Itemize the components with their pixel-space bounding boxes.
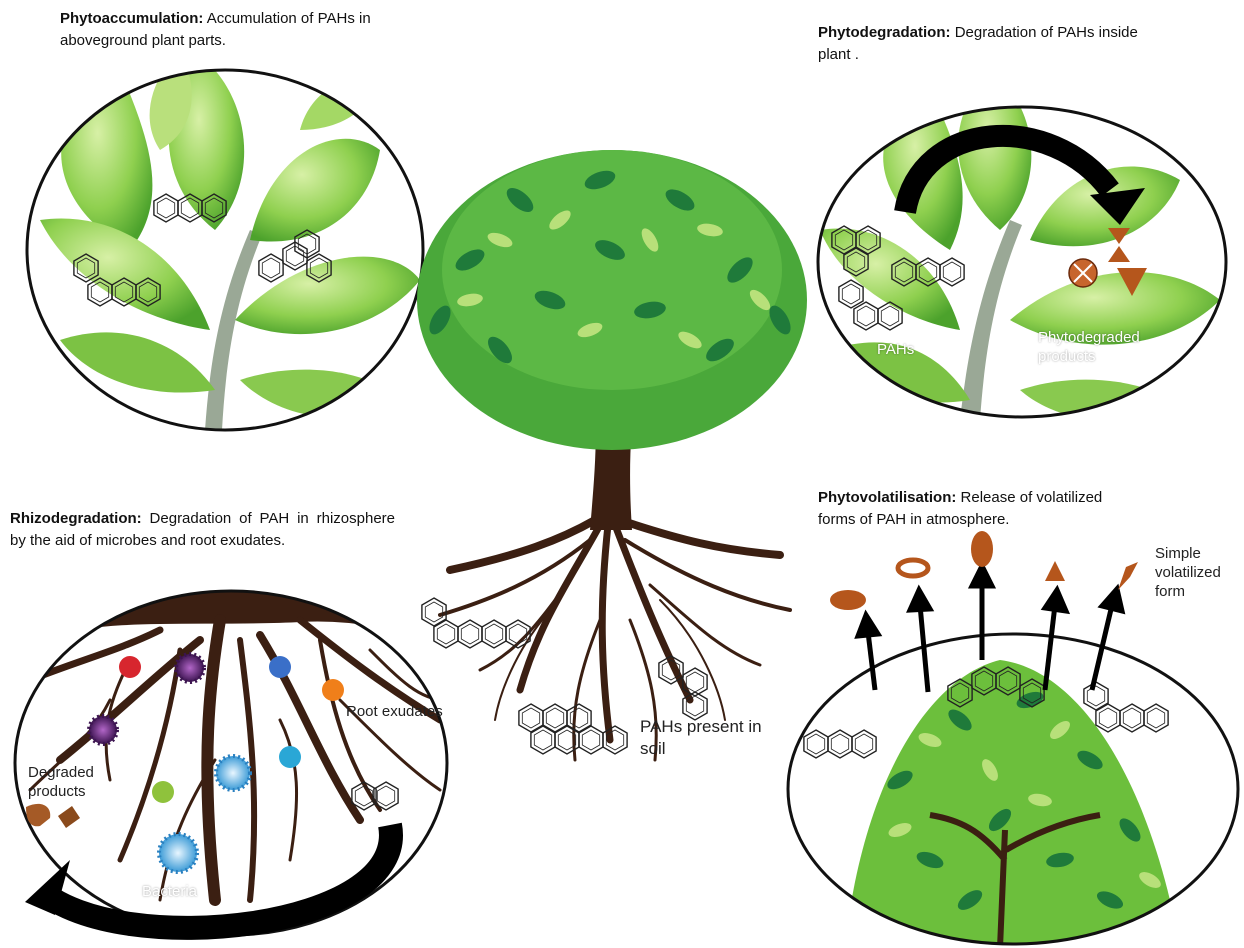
phytoaccumulation-panel [27, 50, 423, 430]
root-exudate-icon [152, 781, 174, 803]
phytodegradation-panel [818, 75, 1226, 422]
soil-pahs-label: PAHs present in soil [640, 716, 770, 760]
phytodegraded-products-label: Phytodegraded products [1038, 328, 1168, 366]
central-tree [417, 150, 807, 760]
root-exudate-icon [322, 679, 344, 701]
pahs-label: PAHs [877, 340, 914, 359]
root-exudates-label: Root exudates [346, 702, 443, 721]
bacteria-icon [216, 756, 250, 790]
root-exudate-icon [269, 656, 291, 678]
degraded-products-label: Degraded products [28, 763, 108, 801]
microbe-icon [89, 716, 117, 744]
microbe-icon [176, 654, 204, 682]
bacteria-label: Bacteria [142, 882, 197, 901]
root-exudate-icon [119, 656, 141, 678]
root-exudate-icon [279, 746, 301, 768]
bacteria-icon [159, 834, 197, 872]
simple-volatilized-form-label: Simple volatilized form [1155, 544, 1237, 601]
